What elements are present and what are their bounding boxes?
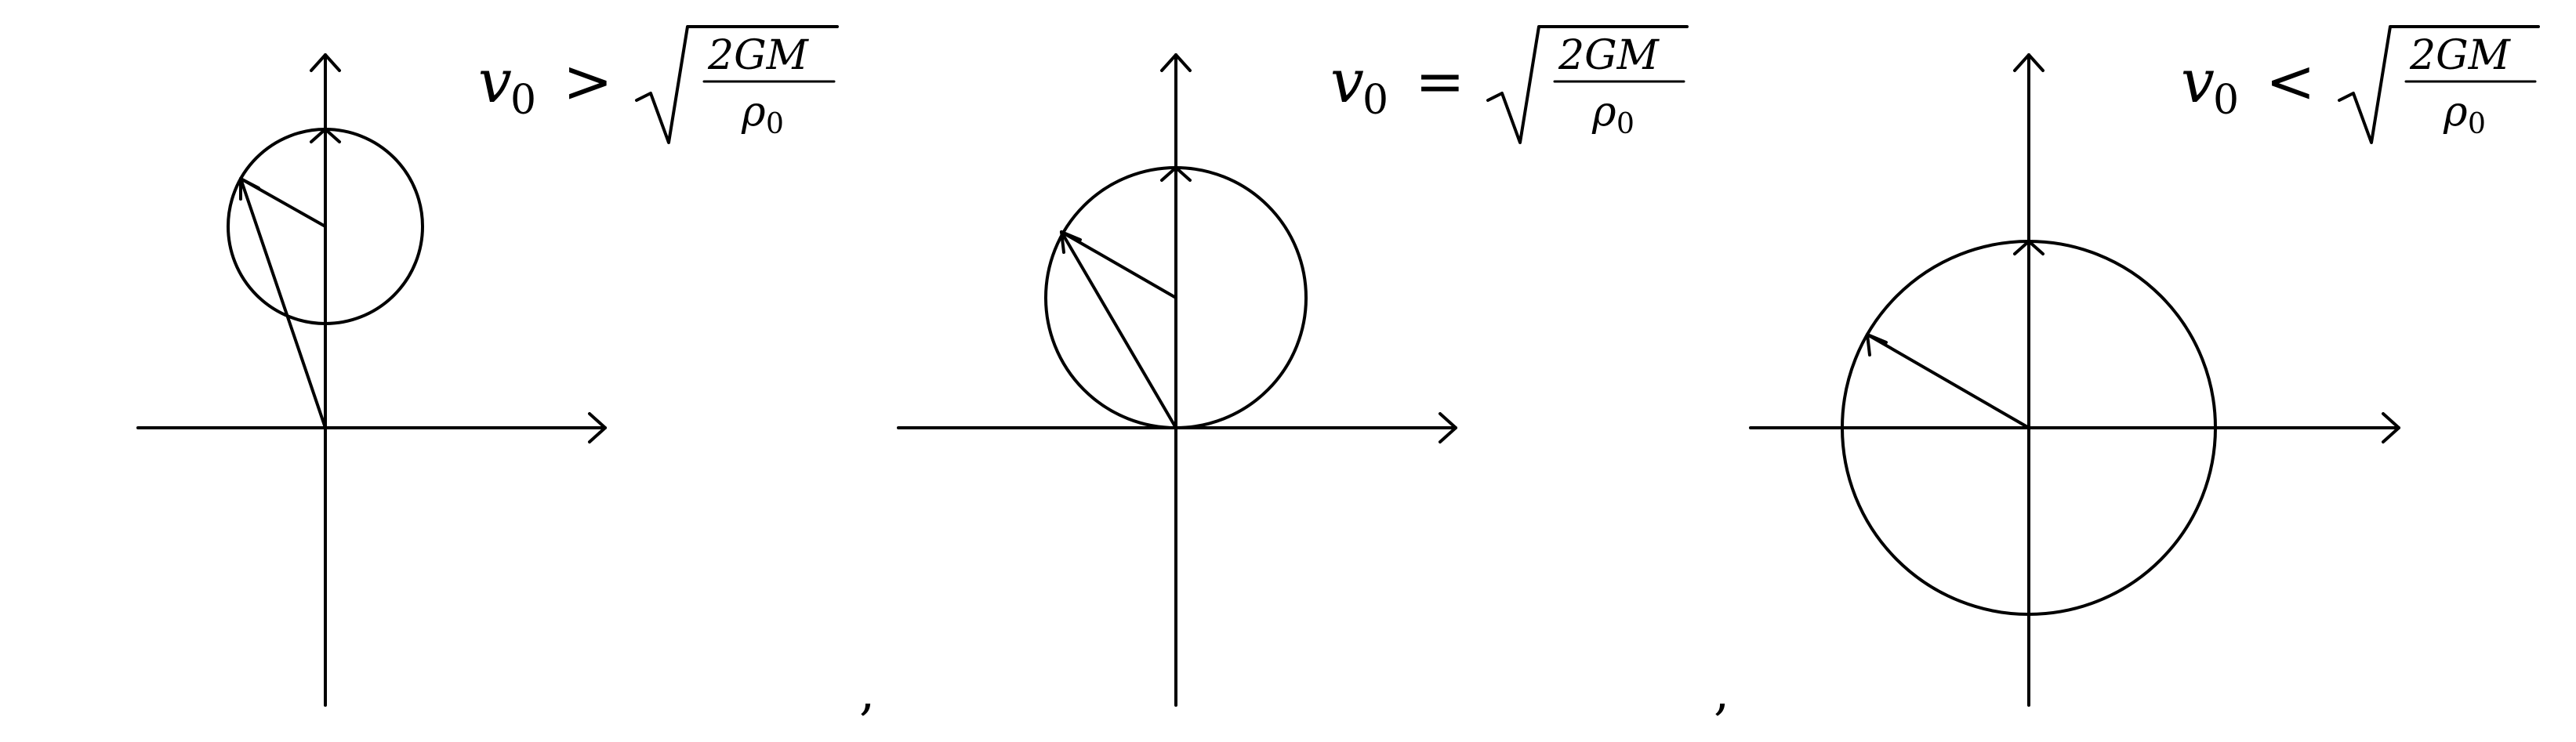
panel-3-y-axis-arrowhead bbox=[2013, 53, 2044, 72]
panel-2-denominator-symbol: ρ bbox=[1591, 89, 1616, 136]
panel-3-x-axis-arrowhead bbox=[2382, 412, 2400, 443]
panel-2-x-axis-arrowhead bbox=[1439, 412, 1457, 443]
panel-1-relation: > bbox=[563, 46, 613, 116]
panel-2-radius-vector bbox=[1060, 230, 1177, 299]
panel-2-numerator: 2GM bbox=[1558, 32, 1660, 79]
panel-3-velocity-subscript: 0 bbox=[2213, 77, 2239, 124]
panel-2-radical-sign bbox=[1486, 25, 1689, 144]
panel-critical: v 0 = 2GM ρ 0 bbox=[897, 25, 1689, 707]
panel-1-circle-top-arrowhead bbox=[310, 128, 341, 143]
panel-1-radical-sign bbox=[635, 25, 839, 144]
panel-1-velocity-symbol: v bbox=[478, 46, 512, 116]
panel-1-y-axis-arrowhead bbox=[310, 53, 341, 72]
panel-2-y-axis-arrowhead bbox=[1160, 53, 1192, 72]
panel-1-velocity-subscript: 0 bbox=[510, 77, 536, 124]
panel-2-condition-label: v 0 = 2GM ρ 0 bbox=[1330, 25, 1689, 144]
panel-2-vector-arrowhead bbox=[1060, 230, 1082, 254]
panel-1-numerator: 2GM bbox=[707, 32, 810, 79]
panel-2-position-vector bbox=[1060, 230, 1177, 429]
panel-1-position-vector bbox=[239, 177, 327, 429]
panel-1-x-axis-arrowhead bbox=[588, 412, 607, 443]
panel-3-circle-top-arrowhead bbox=[2013, 240, 2044, 255]
separator-comma-2: , bbox=[1714, 664, 1729, 722]
panel-3-relation: < bbox=[2266, 46, 2316, 116]
panel-3-condition-label: v 0 < 2GM ρ 0 bbox=[2181, 25, 2540, 144]
panel-2-denominator-subscript: 0 bbox=[1616, 108, 1634, 140]
panel-1-denominator-subscript: 0 bbox=[766, 108, 784, 140]
panel-2-velocity-symbol: v bbox=[1330, 46, 1364, 116]
panel-2-relation: = bbox=[1415, 46, 1465, 116]
panel-3-radius-vector bbox=[1866, 333, 2030, 429]
panel-3-vector-arrowhead bbox=[1866, 333, 1888, 357]
panel-3-denominator-subscript: 0 bbox=[2468, 108, 2486, 140]
panel-3-velocity-symbol: v bbox=[2181, 46, 2215, 116]
panel-escape: v 0 > 2GM ρ 0 bbox=[136, 25, 839, 707]
panel-2-velocity-subscript: 0 bbox=[1362, 77, 1388, 124]
panel-3-denominator-symbol: ρ bbox=[2443, 89, 2468, 136]
panel-3-numerator: 2GM bbox=[2409, 32, 2512, 79]
panel-1-condition-label: v 0 > 2GM ρ 0 bbox=[478, 25, 839, 144]
panel-1-denominator-symbol: ρ bbox=[741, 89, 766, 136]
panel-bound: v 0 < 2GM ρ 0 bbox=[1749, 25, 2540, 707]
panel-3-radical-sign bbox=[2338, 25, 2540, 144]
panel-2-circle-top-arrowhead bbox=[1160, 166, 1192, 182]
separator-comma-1: , bbox=[859, 664, 875, 722]
panel-1-vector-arrowhead bbox=[239, 177, 260, 201]
